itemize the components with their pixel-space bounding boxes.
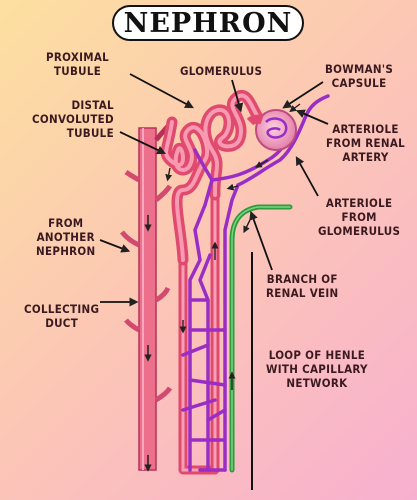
collecting-duct — [120, 120, 174, 472]
title-box: NEPHRON — [112, 5, 304, 41]
label-distal-convoluted-tubule: DISTAL CONVOLUTED TUBULE — [32, 98, 114, 140]
label-branch-of-renal-vein: BRANCH OF RENAL VEIN — [266, 272, 339, 300]
label-glomerulus: GLOMERULUS — [180, 64, 263, 78]
loop-of-henle — [178, 195, 220, 475]
page-title: NEPHRON — [123, 7, 293, 39]
label-proximal-tubule: PROXIMAL TUBULE — [46, 50, 110, 78]
convoluted-tubule — [160, 90, 268, 266]
label-pointers — [99, 73, 329, 307]
label-from-another-nephron: FROM ANOTHER NEPHRON — [36, 216, 96, 258]
label-loop-of-henle: LOOP OF HENLE WITH CAPILLARY NETWORK — [266, 348, 368, 390]
label-collecting-duct: COLLECTING DUCT — [24, 302, 100, 330]
label-bowmans-capsule: BOWMAN'S CAPSULE — [325, 62, 394, 90]
renal-vein-branch — [229, 204, 293, 473]
label-arteriole-from-glomerulus: ARTERIOLE FROM GLOMERULUS — [318, 196, 401, 238]
label-arteriole-from-renal-artery: ARTERIOLE FROM RENAL ARTERY — [326, 122, 406, 164]
bowmans-capsule — [246, 109, 297, 151]
flow-arrows — [165, 103, 301, 390]
